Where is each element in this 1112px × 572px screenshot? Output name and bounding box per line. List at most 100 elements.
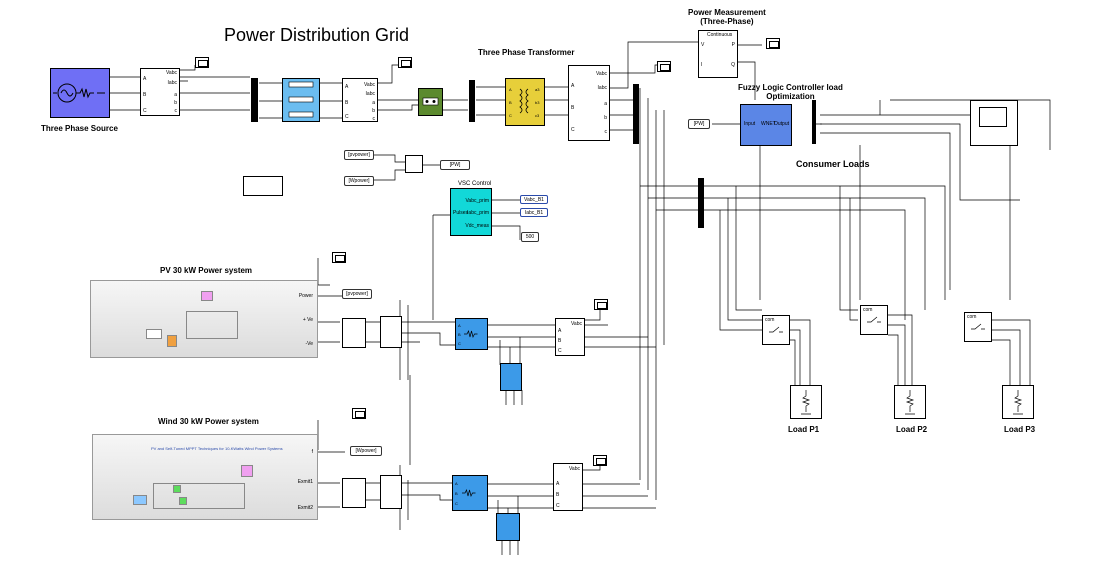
scope-icon[interactable] — [352, 408, 366, 419]
wpower-goto-tag[interactable]: [Wpower] — [350, 446, 382, 456]
port-com: com — [765, 317, 775, 323]
bus-bar — [698, 178, 704, 228]
wind-inner-circuit — [153, 483, 245, 509]
inverter-icon: ABC — [455, 481, 476, 506]
port-vabc: Vabc — [165, 70, 177, 76]
fuzzy-label: Fuzzy Logic Controller load Optimization — [738, 83, 843, 101]
vsc-control-block[interactable]: Pulses Vabc_prim Iabc_prim Vdc_meas — [450, 188, 492, 236]
port-p: P — [731, 42, 735, 48]
svg-text:B: B — [509, 100, 512, 105]
wind-inner-block — [179, 497, 187, 505]
bus-bar — [251, 78, 258, 122]
port-vdc-meas: Vdc_meas — [465, 223, 489, 229]
power-measurement-label-line2: (Three-Phase) — [700, 17, 754, 26]
port-vabc: Vabc — [363, 82, 375, 88]
load-breaker-1[interactable]: com — [762, 315, 790, 345]
port-iabc: Iabc — [167, 80, 177, 86]
power-measurement-block[interactable]: Continuous V I P Q — [698, 30, 738, 78]
pv-filter-block[interactable] — [500, 363, 522, 391]
pv-inner-block — [201, 291, 213, 301]
svg-text:A: A — [455, 481, 458, 486]
svg-text:b3: b3 — [535, 100, 540, 105]
scope-icon[interactable] — [593, 455, 607, 466]
port-a-out: a — [174, 92, 177, 98]
port-output: Output — [773, 121, 789, 127]
load-p2-block[interactable] — [894, 385, 926, 419]
wind-subsystem-block[interactable]: PV and Self-Tuned MPPT Techniques for 10… — [92, 434, 318, 520]
port-iabc: Iabc — [365, 91, 375, 97]
pv-subsystem-block[interactable]: Power + Ve -Ve — [90, 280, 318, 358]
transformer-label: Three Phase Transformer — [478, 48, 575, 57]
wind-measurement-block[interactable]: Vabc A B C — [553, 463, 583, 511]
grid-breaker-block[interactable] — [418, 88, 443, 116]
line-impedance-icon — [288, 81, 314, 118]
scope-large[interactable] — [970, 100, 1018, 146]
demux-bar — [812, 100, 816, 144]
scope-icon[interactable] — [594, 299, 608, 310]
three-phase-source-block[interactable] — [50, 68, 110, 118]
measurement-block-3[interactable]: A B C Vabc Iabc a b c — [568, 65, 610, 141]
port-vpos: + Ve — [302, 317, 313, 323]
power-measurement-label: Power Measurement (Three-Phase) — [688, 8, 766, 26]
port-vabc: Vabc — [595, 71, 607, 77]
dc-meas-block[interactable] — [380, 475, 402, 509]
port-c-out: c — [372, 116, 376, 122]
scope-icon[interactable] — [657, 61, 671, 72]
port-c-out: c — [174, 108, 178, 114]
fuzzy-label-line1: Fuzzy Logic Controller load — [738, 83, 843, 92]
pv-inner-block — [167, 335, 177, 347]
load-p2-label: Load P2 — [896, 425, 928, 434]
measurement-block-2[interactable]: A B C Vabc Iabc a b c — [342, 78, 378, 122]
pi-line-block[interactable] — [282, 78, 320, 122]
bus-bar — [469, 80, 475, 122]
constant-block[interactable]: 500 — [521, 232, 539, 242]
scope-icon[interactable] — [398, 57, 412, 68]
rlc-load-icon — [905, 390, 915, 415]
port-b: B — [571, 105, 575, 111]
vabc-b1-tag[interactable]: Vabc_B1 — [520, 195, 548, 204]
wind-inner-block — [133, 495, 147, 505]
load-p3-block[interactable] — [1002, 385, 1034, 419]
empty-block[interactable] — [243, 176, 283, 196]
dc-link-block[interactable] — [342, 478, 366, 508]
dc-link-block[interactable] — [342, 318, 366, 348]
load-breaker-3[interactable]: com — [964, 312, 992, 342]
port-b: B — [345, 100, 349, 106]
scope-screen-icon — [979, 107, 1007, 127]
port-a: A — [571, 83, 575, 89]
load-breaker-2[interactable]: com — [860, 305, 888, 335]
iabc-b1-tag[interactable]: Iabc_B1 — [520, 208, 548, 217]
port-iabc-prim: Iabc_prim — [467, 210, 489, 216]
sum-block[interactable] — [405, 155, 423, 173]
dc-meas-block[interactable] — [380, 316, 402, 348]
breaker-icon — [422, 97, 439, 106]
solver-mode-text: Continuous — [707, 32, 733, 38]
fuzzy-controller-block[interactable]: Input WNET Output — [740, 104, 792, 146]
rlc-load-icon — [801, 390, 811, 415]
fuzzy-label-line2: Optimization — [766, 92, 815, 101]
pvpower-from-tag[interactable]: [pvpower] — [344, 150, 374, 160]
wpower-from-tag[interactable]: [Wpower] — [344, 176, 374, 186]
pvpower-goto-tag[interactable]: [pvpower] — [342, 289, 372, 299]
measurement-block-1[interactable]: A B C Vabc Iabc a b c — [140, 68, 180, 116]
load-p1-block[interactable] — [790, 385, 822, 419]
port-iabc: Iabc — [597, 85, 607, 91]
svg-text:A: A — [458, 323, 461, 328]
scope-icon[interactable] — [332, 252, 346, 263]
scope-icon[interactable] — [766, 38, 780, 49]
pv-inner-circuit — [186, 311, 238, 339]
port-com: com — [863, 307, 873, 313]
switch-icon — [867, 316, 881, 323]
pw-from-tag[interactable]: [PW] — [688, 119, 710, 129]
port-b: B — [143, 92, 147, 98]
scope-icon[interactable] — [195, 57, 209, 68]
port-power: Power — [298, 293, 313, 299]
pw-goto-tag[interactable]: [PW] — [440, 160, 470, 170]
pv-measurement-block[interactable]: Vabc A B C — [555, 318, 585, 356]
wind-filter-block[interactable] — [496, 513, 520, 541]
port-exmit1: Exmit1 — [297, 479, 313, 485]
